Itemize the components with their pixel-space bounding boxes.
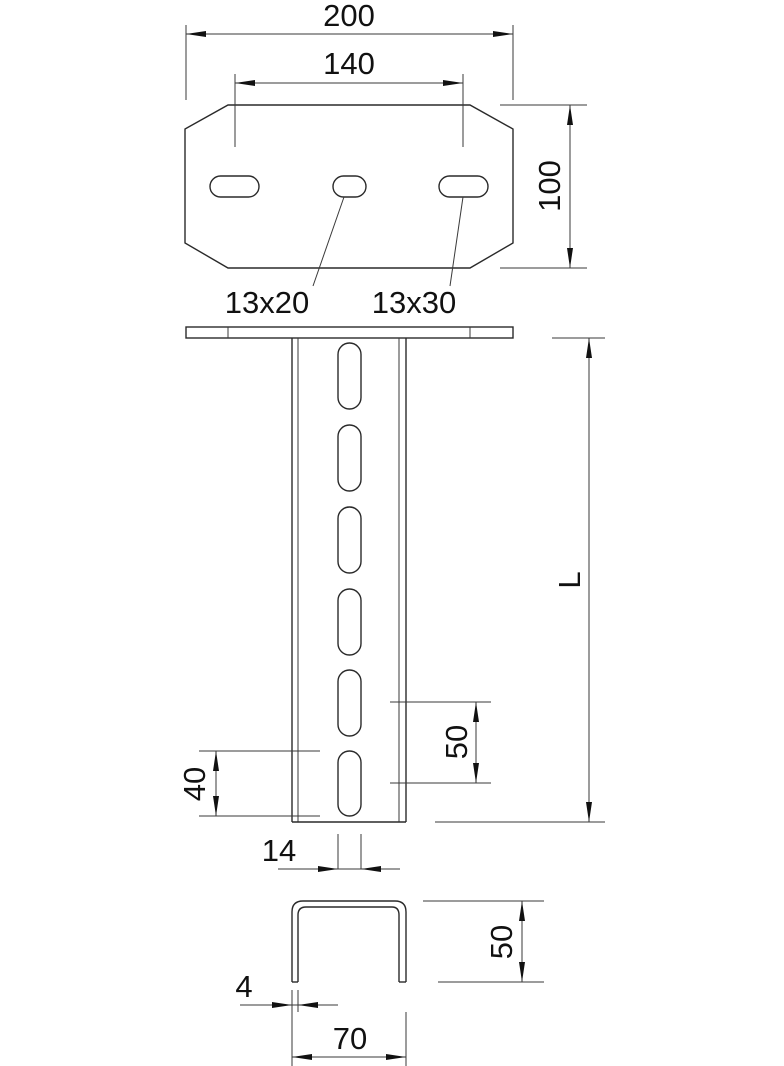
u-profile-outer bbox=[291, 900, 407, 982]
dimension-label-140: 140 bbox=[323, 46, 375, 81]
arrow-right-icon bbox=[493, 31, 513, 37]
dimension-plate-width: 200 bbox=[185, 0, 514, 100]
dimension-label-40: 40 bbox=[177, 767, 212, 801]
dimension-slot-width: 14 bbox=[262, 833, 400, 872]
base-plate-top-view bbox=[184, 104, 514, 287]
arrow-up-icon bbox=[473, 702, 479, 722]
arrow-left-icon bbox=[361, 866, 381, 872]
channel-slot bbox=[337, 669, 362, 737]
dimension-plate-height: 100 bbox=[500, 104, 587, 269]
arrow-up-icon bbox=[213, 751, 219, 771]
dimension-slot-pitch: 50 bbox=[390, 701, 491, 784]
arrow-left-icon bbox=[186, 31, 206, 37]
arrow-left-icon bbox=[292, 1054, 312, 1060]
base-plate-outline bbox=[184, 104, 514, 269]
arrow-down-icon bbox=[519, 962, 525, 982]
dimension-profile-height: 50 bbox=[423, 900, 544, 983]
channel-slot bbox=[337, 506, 362, 574]
dimension-label-L: L bbox=[552, 571, 587, 588]
arrow-up-icon bbox=[567, 105, 573, 125]
dimension-label-4: 4 bbox=[235, 969, 252, 1004]
slot-right bbox=[438, 175, 489, 198]
arrow-right-icon bbox=[272, 1002, 292, 1008]
channel-slot bbox=[337, 342, 362, 410]
dimension-profile-width: 70 bbox=[292, 1012, 407, 1066]
arrow-down-icon bbox=[213, 796, 219, 816]
u-profile-section bbox=[291, 900, 407, 983]
dimension-label-100: 100 bbox=[532, 160, 567, 212]
dimension-label-70: 70 bbox=[333, 1021, 367, 1056]
slot-left bbox=[209, 175, 260, 198]
channel-slot bbox=[337, 588, 362, 656]
slot-middle bbox=[332, 175, 367, 198]
slot-callout-13x20: 13x20 bbox=[225, 285, 309, 320]
u-profile-inner bbox=[297, 906, 400, 982]
dimension-label-200: 200 bbox=[323, 0, 375, 33]
arrow-left-icon bbox=[235, 80, 255, 86]
arrow-right-icon bbox=[443, 80, 463, 86]
dimension-length: L bbox=[435, 337, 605, 823]
dimension-label-50-height: 50 bbox=[484, 925, 519, 959]
channel-front-view bbox=[185, 326, 514, 823]
leader-line-13x20 bbox=[312, 196, 345, 287]
arrow-up-icon bbox=[586, 338, 592, 358]
plate-edge bbox=[185, 326, 514, 339]
dimension-label-50-pitch: 50 bbox=[439, 725, 474, 759]
arrow-down-icon bbox=[567, 248, 573, 268]
channel-slot bbox=[337, 424, 362, 492]
dimension-label-14: 14 bbox=[262, 833, 296, 868]
arrow-down-icon bbox=[586, 802, 592, 822]
channel-slot bbox=[337, 750, 362, 817]
arrow-right-icon bbox=[386, 1054, 406, 1060]
dimension-slot-length: 40 bbox=[177, 750, 320, 817]
arrow-up-icon bbox=[519, 901, 525, 921]
dimension-hole-spacing: 140 bbox=[234, 46, 464, 147]
slot-callout-13x30: 13x30 bbox=[372, 285, 456, 320]
leader-line-13x30 bbox=[449, 196, 464, 287]
dimension-wall-thickness: 4 bbox=[235, 969, 338, 1066]
arrow-right-icon bbox=[318, 866, 338, 872]
arrow-left-icon bbox=[298, 1002, 318, 1008]
arrow-down-icon bbox=[473, 763, 479, 783]
